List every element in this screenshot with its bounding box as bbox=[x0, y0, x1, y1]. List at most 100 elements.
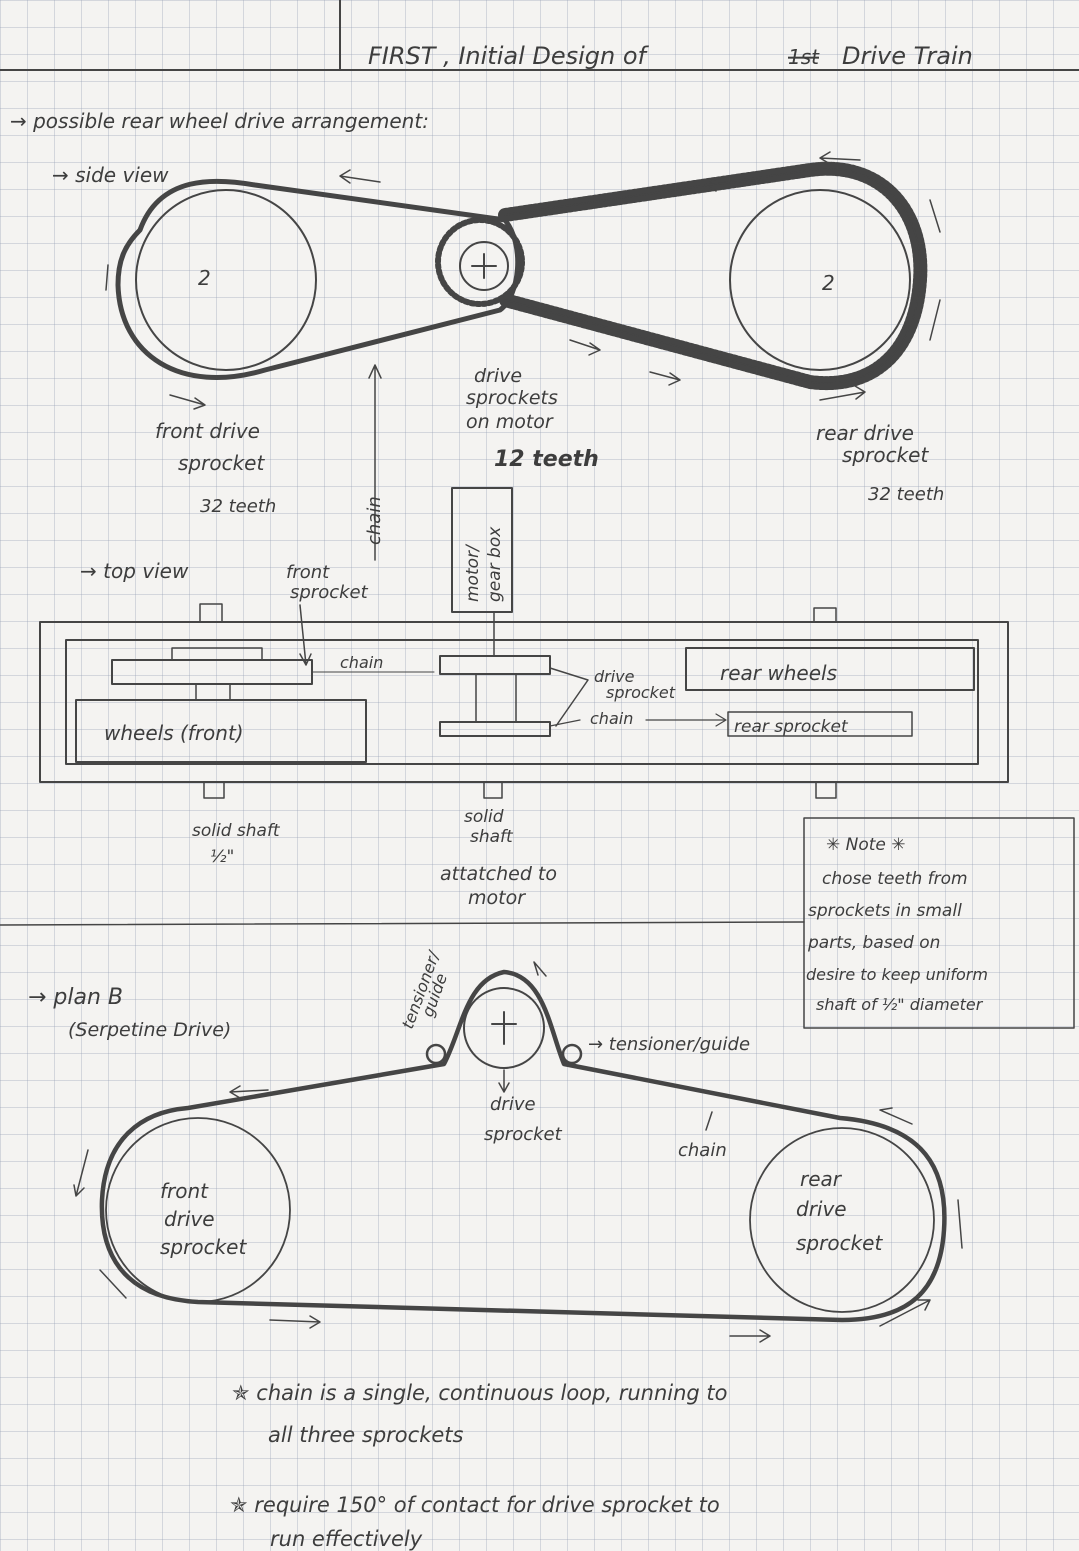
bottom-note-1-line-2: all three sprockets bbox=[268, 1423, 464, 1447]
plan-b-drive-label-1: drive bbox=[490, 1094, 536, 1115]
arrow-icon bbox=[879, 1299, 931, 1327]
attached-label-1: attatched to bbox=[440, 863, 557, 885]
plan-b-drive-label-2: sprocket bbox=[484, 1124, 563, 1145]
bottom-note-2-line-1: ✯ require 150° of contact for drive spro… bbox=[230, 1493, 720, 1517]
shaft-stub-mid-bottom bbox=[483, 781, 503, 799]
bottom-note-2-line-2: run effectively bbox=[270, 1527, 423, 1551]
inner-frame bbox=[65, 639, 979, 765]
page-title: FIRST , Initial Design of bbox=[368, 42, 650, 70]
top-view-diagram: motor/ gear box wheels (front) rear whee… bbox=[39, 487, 1009, 799]
note-line-3: parts, based on bbox=[807, 933, 940, 953]
arrow-icon bbox=[957, 1199, 963, 1249]
arrow-icon bbox=[704, 178, 761, 192]
serpentine-chain-loop bbox=[99, 969, 947, 1323]
front-chain-loop bbox=[115, 178, 521, 380]
rear-drive-sprocket-wheel bbox=[729, 189, 911, 371]
arrow-icon bbox=[569, 339, 601, 356]
plan-b-front-label-1: front bbox=[160, 1179, 209, 1203]
plan-b-label: → plan B bbox=[28, 985, 123, 1010]
drive-pointer-arrow bbox=[498, 1069, 510, 1093]
front-sprocket-pointer bbox=[299, 604, 312, 666]
front-wheel-number: 2 bbox=[198, 266, 211, 290]
drive-label-line3: on motor bbox=[466, 411, 554, 433]
note-box bbox=[803, 817, 1075, 1029]
tensioner-right-label: → tensioner/guide bbox=[588, 1034, 750, 1055]
plan-b-chain-label: chain bbox=[678, 1140, 727, 1161]
front-wheels-label: wheels (front) bbox=[104, 721, 244, 745]
shaft-stub-rear-top bbox=[813, 607, 837, 623]
arrow-icon bbox=[169, 394, 206, 410]
rear-sprocket-box bbox=[727, 711, 913, 737]
plan-b-front-label-2: drive bbox=[164, 1207, 215, 1231]
plan-b-rear-label-2: drive bbox=[796, 1197, 847, 1221]
rear-wheels-label: rear wheels bbox=[720, 661, 837, 685]
attached-label-2: motor bbox=[468, 887, 526, 909]
plan-b-rear-sprocket bbox=[749, 1127, 935, 1313]
arrow-icon bbox=[819, 385, 866, 401]
arrow-icon bbox=[105, 264, 109, 291]
side-view-heading: → possible rear wheel drive arrangement: bbox=[10, 109, 429, 133]
drive-label-line2: sprockets bbox=[466, 387, 558, 409]
rear-label-line3: 32 teeth bbox=[868, 484, 944, 505]
plan-b-diagram bbox=[73, 961, 963, 1343]
chain-pointer bbox=[705, 1111, 713, 1131]
note-line-1: chose teeth from bbox=[822, 869, 968, 889]
outer-frame bbox=[39, 621, 1009, 783]
top-view-label: → top view bbox=[80, 559, 189, 583]
arrow-icon bbox=[339, 169, 381, 184]
front-spacer bbox=[195, 683, 231, 701]
arrow-icon bbox=[533, 961, 547, 977]
front-sprocket-bar bbox=[111, 659, 313, 685]
shaft-stub-front-bottom bbox=[203, 781, 225, 799]
bottom-note-1-line-1: ✯ chain is a single, continuous loop, ru… bbox=[232, 1381, 728, 1405]
note-line-4: desire to keep uniform bbox=[806, 965, 988, 984]
note-title: ✳ Note ✳ bbox=[826, 835, 906, 855]
motor-box-label-2: gear box bbox=[485, 526, 505, 602]
title-struck-word: 1st bbox=[788, 45, 820, 69]
drive-shaft-block bbox=[475, 673, 517, 723]
side-view-diagram: 2 2 bbox=[105, 151, 941, 561]
arrow-icon bbox=[929, 299, 941, 341]
shaft-stub-front-top bbox=[199, 603, 223, 623]
rear-wheel-number: 2 bbox=[822, 271, 835, 295]
note-line-2: sprockets in small bbox=[808, 901, 962, 921]
arrow-icon bbox=[269, 1315, 321, 1329]
drive-sprocket-pointer bbox=[549, 667, 589, 727]
rear-label-line1: rear drive bbox=[816, 421, 914, 445]
rear-label-line2: sprocket bbox=[842, 443, 929, 467]
shaft-stub-rear-bottom bbox=[815, 781, 837, 799]
solid-shaft-mid-2: shaft bbox=[470, 827, 514, 847]
title-tail: Drive Train bbox=[842, 42, 973, 70]
arrow-icon bbox=[229, 1085, 269, 1099]
motor-gearbox-box bbox=[451, 487, 513, 613]
plan-b-sub: (Serpetine Drive) bbox=[68, 1019, 231, 1041]
drive-label-line1: drive bbox=[474, 365, 522, 387]
motor-drive-sprocket bbox=[435, 217, 525, 307]
plan-b-rear-label-3: sprocket bbox=[796, 1231, 883, 1255]
front-label-line1: front drive bbox=[155, 419, 260, 443]
chain-vertical-label: chain bbox=[364, 496, 385, 545]
arrow-icon bbox=[929, 199, 941, 233]
plan-b-front-label-3: sprocket bbox=[160, 1235, 247, 1259]
chain-bottom-arrow bbox=[549, 713, 727, 727]
plan-b-drive-sprocket bbox=[463, 987, 545, 1069]
tensioner-left-roller bbox=[425, 1043, 447, 1065]
tensioner-right-roller bbox=[561, 1043, 583, 1065]
solid-shaft-mid-1: solid bbox=[464, 807, 504, 827]
front-sprocket-label-1: front bbox=[286, 562, 330, 583]
arrow-icon bbox=[73, 1149, 89, 1197]
front-drive-sprocket-wheel bbox=[135, 189, 317, 371]
drive-sprocket-label-1: drive bbox=[594, 667, 635, 686]
drive-sprocket-label-2: sprocket bbox=[606, 683, 676, 702]
arrow-icon bbox=[99, 1269, 127, 1299]
note-line-5: shaft of ½" diameter bbox=[816, 995, 984, 1014]
plan-b-drive-plus-icon bbox=[491, 1011, 517, 1045]
drive-sprocket-upper bbox=[439, 655, 551, 675]
arrow-icon bbox=[649, 371, 681, 386]
motor-box-label-1: motor/ bbox=[463, 543, 483, 602]
rear-sprocket-label: rear sprocket bbox=[734, 717, 849, 737]
drive-label-line4: 12 teeth bbox=[494, 447, 599, 472]
chain-top-label: chain bbox=[340, 653, 383, 672]
chain-pointer-arrow bbox=[368, 364, 382, 561]
